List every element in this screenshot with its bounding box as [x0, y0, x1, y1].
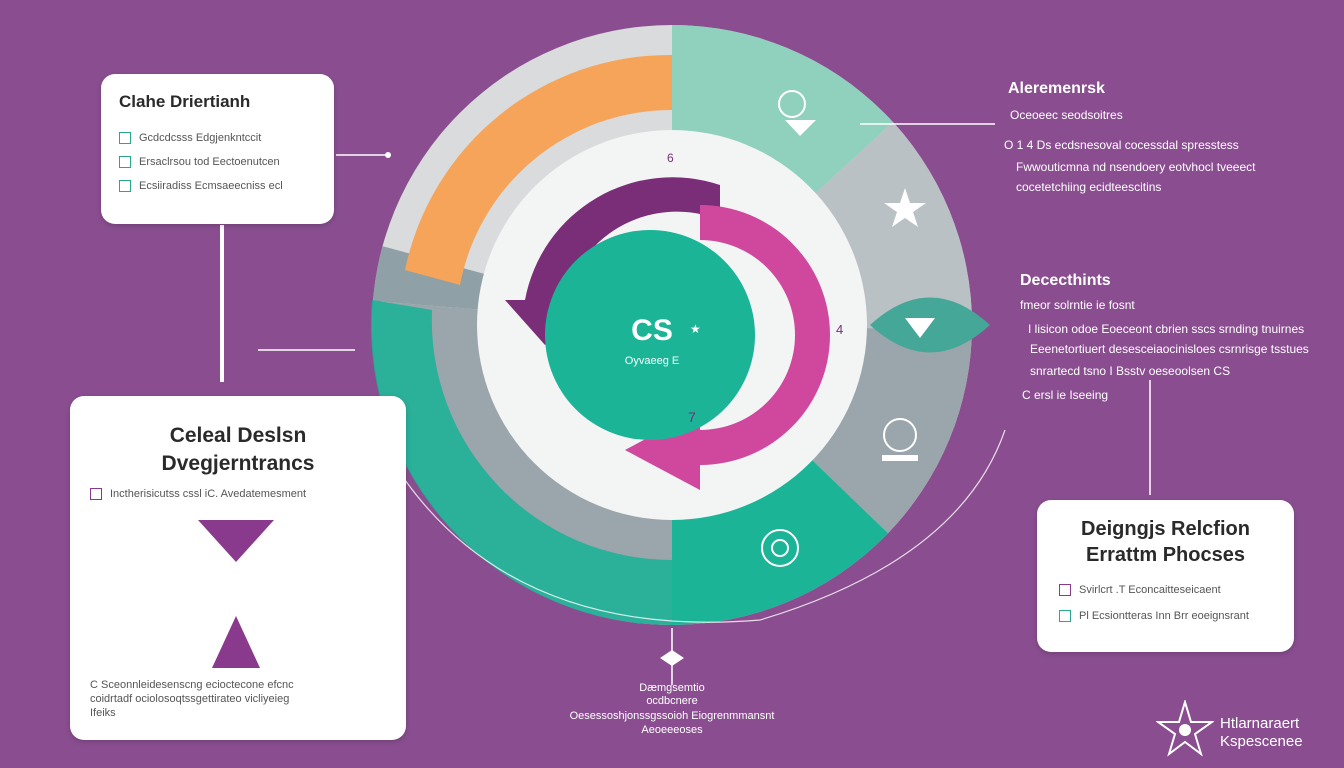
cycle-number-bottom: 7	[688, 409, 696, 425]
list-item: Gcdcdcsss Edgjenkntccit	[119, 132, 261, 144]
top-right-line: O 1 4 Ds ecdsnesoval cocessdal spresstes…	[1004, 138, 1239, 152]
note-line: C Sceonnleidesenscng ecioctecone efcnc	[90, 679, 294, 691]
flag-icon	[90, 488, 102, 500]
teal-band	[370, 300, 672, 626]
list-item: Ersaclrsou tod Eectoenutcen	[119, 156, 280, 168]
checkbox-icon	[119, 132, 131, 144]
checkbox-icon	[119, 156, 131, 168]
segment-gray-right	[672, 325, 972, 625]
pin-icon	[785, 120, 816, 136]
globe-icon	[761, 529, 799, 567]
eye-pupil-icon	[905, 318, 935, 338]
cycle-number-right: 4	[836, 322, 843, 337]
eye-icon	[870, 297, 990, 353]
star-icon	[884, 188, 926, 227]
orange-band	[405, 54, 672, 286]
orbit-line	[404, 429, 1006, 623]
note-line: Ifeiks	[90, 707, 116, 719]
list-item-label: Ersaclrsou tod Eectoenutcen	[139, 156, 280, 168]
list-item-label: Pl Ecsiontteras Inn Brr eoeignsrant	[1079, 610, 1249, 622]
card-bottom-left-title: Celeal Deslsn	[169, 424, 307, 447]
top-right-line: Fwwouticmna nd nsendoery eotvhocl tveeec…	[1016, 160, 1256, 174]
logo-line1: Htlarnaraert	[1220, 715, 1300, 732]
center-star: ★	[690, 322, 701, 336]
card-bottom-left: Celeal Deslsn Dvegjerntrancs Inctherisic…	[70, 396, 406, 740]
logo-icon	[1156, 700, 1214, 757]
card-bottom-left-desc: Inctherisicutss cssl iC. Avedatemesment	[110, 488, 307, 500]
list-item-label: Ecsiiradiss Ecmsaeecniss ecl	[139, 180, 283, 192]
diamond-marker-icon	[660, 650, 684, 666]
list-item: Svirlcrt .T Econcaitteseicaent	[1059, 584, 1221, 596]
center-core	[545, 230, 755, 440]
trophy-base-icon	[882, 455, 918, 461]
list-item-label: Svirlcrt .T Econcaitteseicaent	[1079, 584, 1221, 596]
bottom-center-line: ocdbcnere	[646, 695, 698, 707]
list-item: Ecsiiradiss Ecmsaeecniss ecl	[119, 180, 283, 192]
note-line: coidrtadf ociolosoqtssgettirateo vicliye…	[90, 693, 290, 705]
bottom-center-line: Dæmgsemtio	[639, 682, 705, 694]
card-bottom-left-notes: C Sceonnleidesenscng ecioctecone efcnc c…	[90, 678, 294, 720]
trophy-icon	[883, 418, 917, 452]
top-right-line: cocetetchiing ecidteescitins	[1016, 180, 1162, 194]
top-right-line: Oceoeec seodsoitres	[1010, 108, 1123, 122]
flag-icon	[1059, 584, 1071, 596]
card-bottom-left-desc-row: Inctherisicutss cssl iC. Avedatemesment	[90, 488, 306, 500]
top-right-title: Aleremenrsk	[1008, 80, 1105, 97]
up-arrow-icon	[212, 616, 260, 668]
globe-inner-icon	[771, 539, 789, 557]
shield-icon	[1059, 610, 1071, 622]
checkbox-icon	[119, 180, 131, 192]
connector-dot	[385, 152, 391, 158]
card-bottom-right-subtitle: Errattm Phocses	[1086, 544, 1245, 566]
center-subtitle: Oyvaeeg E	[625, 355, 679, 367]
mid-right-line: snrartecd tsno I Bsstv oeseoolsen CS	[1030, 364, 1231, 378]
mid-right-title: Dececthints	[1020, 272, 1111, 289]
list-item: Pl Ecsiontteras Inn Brr eoeignsrant	[1059, 610, 1249, 622]
bottom-center-line: Oesessoshjonssgssoioh Eiogrenmmansnt	[569, 710, 775, 722]
magenta-cycle-arrow	[625, 205, 830, 490]
bottom-center-line: Aeoeeeoses	[641, 724, 703, 736]
list-item-label: Gcdcdcsss Edgjenkntccit	[139, 132, 262, 144]
cycle-number-top: 6	[667, 151, 674, 165]
bulb-icon	[778, 90, 806, 118]
card-bottom-right-title: Deigngjs Relcfion	[1081, 518, 1250, 540]
mid-right-line: fmeor solrntie ie fosnt	[1020, 298, 1135, 312]
mid-right-line: C ersl ie Iseeing	[1022, 388, 1109, 402]
logo-line2: Kspescenee	[1220, 733, 1303, 750]
down-arrow-icon	[198, 520, 274, 562]
center-title: CS	[631, 314, 673, 347]
card-bottom-left-subtitle: Dvegjerntrancs	[161, 452, 315, 475]
mid-right-line: I lisicon odoe Eoeceont cbrien sscs srnd…	[1028, 322, 1305, 336]
card-top-left: Clahe Driertianh Gcdcdcsss Edgjenkntccit…	[101, 74, 334, 224]
card-bottom-right: Deigngjs Relcfion Errattm Phocses Svirlc…	[1037, 500, 1294, 652]
mid-right-line: Eeenetortiuert desesceiaocinisloes csrnr…	[1030, 342, 1309, 356]
card-top-left-title: Clahe Driertianh	[119, 92, 251, 111]
